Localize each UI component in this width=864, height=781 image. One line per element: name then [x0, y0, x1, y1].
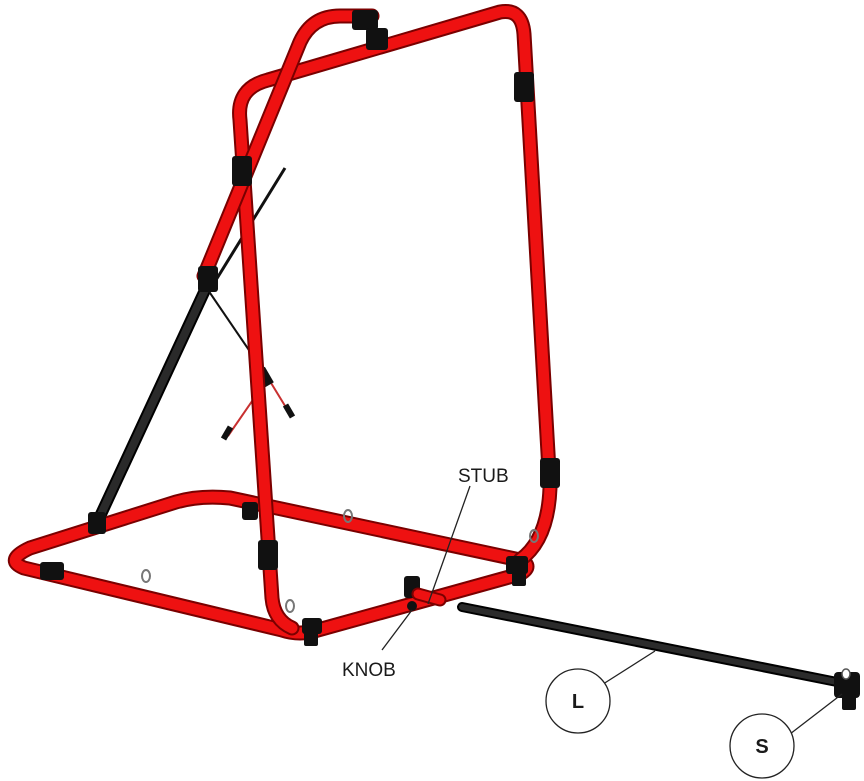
- callout-l-circle: [545, 668, 611, 734]
- eye-hook: [343, 509, 353, 523]
- strut-bottom-clamp: [88, 512, 106, 534]
- l-leader: [599, 650, 656, 687]
- pole-end-fitting: [834, 672, 860, 698]
- callout-l: L: [545, 668, 611, 734]
- stub-leader: [427, 485, 471, 605]
- knob-label: KNOB: [342, 660, 396, 681]
- callout-l-text: L: [572, 691, 584, 713]
- knob-leader: [381, 609, 413, 651]
- strut-top-clamp: [198, 266, 218, 292]
- callout-s-circle: [729, 713, 795, 779]
- stub-label: STUB: [458, 466, 509, 487]
- callout-s-text: S: [755, 736, 768, 758]
- detached-pole: [457, 602, 860, 710]
- support-strut: [90, 269, 218, 531]
- upright-frame: [232, 3, 558, 636]
- right-top-clamp: [514, 72, 534, 102]
- top-connector: [352, 10, 378, 30]
- eye-hook: [285, 599, 295, 613]
- base-rear-clamp: [242, 502, 258, 520]
- right-foot: [512, 572, 526, 586]
- front-foot: [304, 632, 318, 646]
- front-foot-clamp: [302, 618, 322, 634]
- stub: [411, 587, 447, 607]
- s-leader: [789, 693, 843, 735]
- base-left-clamp: [40, 562, 64, 580]
- eye-hook: [529, 529, 539, 543]
- callout-s: S: [729, 713, 795, 779]
- pole-end-foot: [842, 694, 856, 710]
- eye-hook: [141, 569, 151, 583]
- right-foot-clamp: [506, 556, 528, 574]
- right-lower-clamp: [540, 458, 560, 488]
- left-upper-clamp: [232, 156, 252, 186]
- leader-lines: [381, 485, 843, 735]
- eye-hooks: [141, 509, 539, 613]
- knob: [407, 601, 417, 611]
- upright-base-clamp: [258, 540, 278, 570]
- top-connector-lower: [366, 28, 388, 50]
- leaning-bar: [196, 8, 380, 284]
